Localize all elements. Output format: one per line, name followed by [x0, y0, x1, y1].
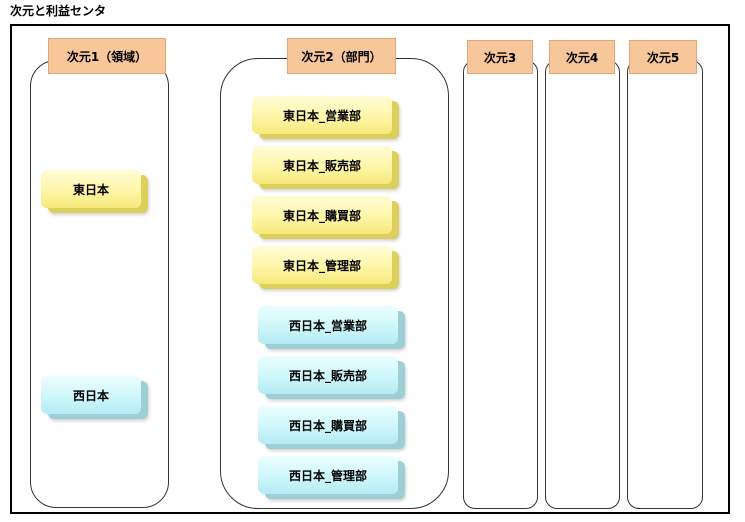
region-box-east: 東日本	[41, 170, 141, 208]
dimension-column-3	[463, 60, 538, 509]
department-box-west-selling: 西日本_販売部	[258, 356, 398, 394]
department-box-west-purchasing: 西日本_購買部	[258, 406, 398, 444]
dimension-4-header: 次元4	[549, 40, 615, 74]
dimension-3-header: 次元3	[467, 40, 533, 74]
dimension-column-4	[545, 60, 620, 509]
dimension-column-1	[30, 60, 169, 508]
dimension-column-5	[627, 60, 703, 509]
department-box-west-sales: 西日本_営業部	[258, 306, 398, 344]
dimension-1-header: 次元1（領域）	[48, 38, 166, 74]
department-box-west-admin: 西日本_管理部	[258, 456, 398, 494]
dimension-2-header: 次元2（部門）	[287, 38, 396, 74]
department-box-east-sales: 東日本_営業部	[252, 96, 392, 134]
department-box-east-selling: 東日本_販売部	[252, 146, 392, 184]
department-box-east-admin: 東日本_管理部	[252, 246, 392, 284]
page-title: 次元と利益センタ	[10, 4, 107, 18]
department-box-east-purchasing: 東日本_購買部	[252, 196, 392, 234]
region-box-west: 西日本	[41, 376, 141, 414]
diagram-frame: 次元1（領域） 東日本 西日本 次元2（部門） 東日本_営業部 東日本_販売部 …	[10, 24, 730, 514]
dimension-5-header: 次元5	[629, 40, 697, 74]
